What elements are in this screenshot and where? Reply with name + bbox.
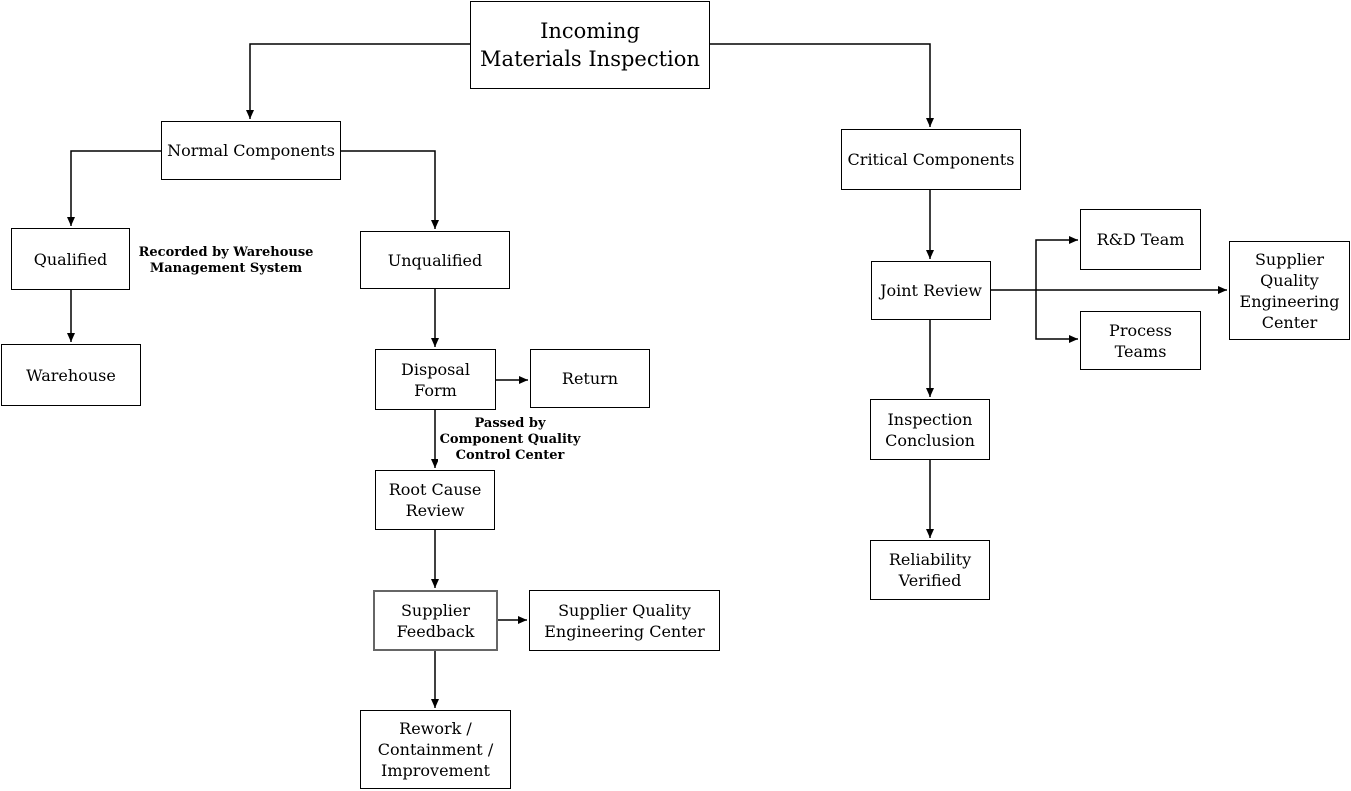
- node-reliability-verified: Reliability Verified: [870, 540, 990, 600]
- node-joint-review: Joint Review: [871, 261, 991, 320]
- node-process-teams: Process Teams: [1080, 311, 1201, 370]
- node-normal-components: Normal Components: [161, 121, 341, 180]
- connector-normal-to-unqualified: [341, 150, 439, 229]
- node-warehouse: Warehouse: [1, 344, 141, 406]
- node-rd-team: R&D Team: [1080, 209, 1201, 270]
- node-root-cause-review: Root Cause Review: [375, 470, 495, 530]
- connector-title-to-normal-components: [246, 43, 470, 119]
- node-inspection-conclusion: Inspection Conclusion: [870, 399, 990, 460]
- node-rework-containment-improvement: Rework / Containment / Improvement: [360, 710, 511, 789]
- node-incoming-materials-inspection: Incoming Materials Inspection: [470, 1, 710, 89]
- connector-joint-review-to-process-teams: [1035, 290, 1078, 343]
- node-disposal-form: Disposal Form: [375, 349, 496, 410]
- connector-normal-to-qualified: [67, 150, 161, 226]
- node-supplier-quality-engineering-center: Supplier Quality Engineering Center: [529, 590, 720, 651]
- connector-joint-review-to-rd-team: [1035, 236, 1078, 290]
- connector-title-to-critical-components: [710, 43, 934, 127]
- node-critical-components: Critical Components: [841, 129, 1021, 190]
- annotation-recorded-by-warehouse: Recorded by Warehouse Management System: [135, 243, 317, 279]
- node-unqualified: Unqualified: [360, 231, 510, 289]
- node-qualified: Qualified: [11, 228, 130, 290]
- node-supplier-feedback: Supplier Feedback: [373, 590, 498, 651]
- node-supplier-quality-engineering-center-right: Supplier Quality Engineering Center: [1229, 241, 1350, 340]
- annotation-passed-by-component-quality: Passed by Component Quality Control Cent…: [438, 414, 582, 466]
- node-return: Return: [530, 349, 650, 408]
